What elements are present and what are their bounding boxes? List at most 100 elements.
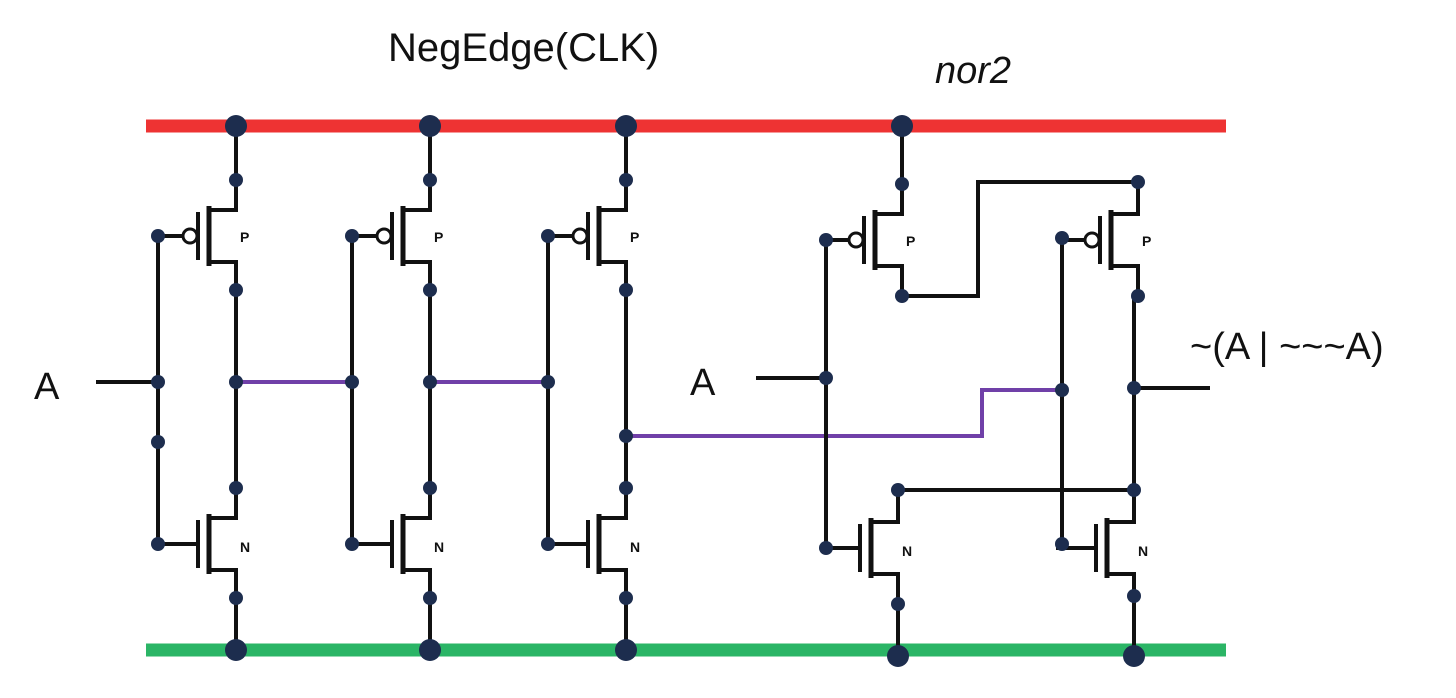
nor-node [819,541,833,555]
terminal-node [423,283,437,297]
nmos-mark: N [434,539,444,555]
terminal-node [229,283,243,297]
inverter-1-nmos [158,488,238,600]
pmos-bubble [181,227,199,245]
input-node [151,435,165,449]
pmos-bubble [847,231,865,249]
terminal-node [619,283,633,297]
inverter-3-nmos [548,488,628,600]
terminal-node [229,591,243,605]
terminal-node [423,481,437,495]
terminal-top [599,488,628,520]
terminal-top [599,180,628,212]
gnd-node [225,639,247,661]
terminal-bottom [403,568,432,600]
terminal-top [209,488,238,520]
nor-node [891,597,905,611]
nor-node [1127,483,1141,497]
chain-title: NegEdge(CLK) [388,26,660,70]
terminal-node [423,591,437,605]
nor-node [1055,537,1069,551]
nor-node [1055,383,1069,397]
terminal-bottom [599,568,628,600]
nor-pmos-series-wire [902,180,1140,298]
terminal-bottom [1111,264,1140,296]
nor-node [1055,231,1069,245]
power-rails [146,119,1226,657]
nmos-mark: N [902,543,912,559]
gnd-node [419,639,441,661]
gate-node [151,229,165,243]
terminal-top [871,492,900,524]
nor-node [1127,381,1141,395]
terminal-node [423,173,437,187]
pmos-bubble [571,227,589,245]
nmos-mark: N [240,539,250,555]
terminal-bottom [209,260,238,292]
terminal-top [1107,492,1136,524]
nor-node [819,233,833,247]
pmos-mark: P [906,233,915,249]
pmos-mark: P [1142,233,1151,249]
stage-3-output-node [619,429,633,443]
gate-node [541,537,555,551]
gnd-node [615,639,637,661]
nor2-label: nor2 [935,50,1012,92]
nor-node [1127,589,1141,603]
terminal-top [403,180,432,212]
nor-node [887,645,909,667]
terminal-bottom [599,260,628,292]
gate-node [345,537,359,551]
terminal-node [229,173,243,187]
pmos-mark: P [434,229,443,245]
nor-node [895,289,909,303]
gate-node [345,229,359,243]
terminal-bottom [403,260,432,292]
nodes [151,115,1145,667]
nor-node [819,371,833,385]
nmos-mark: N [630,539,640,555]
stage-2-output-node [423,375,437,389]
nor-nmos-b [1056,492,1136,604]
nor-nmos-drain-wire [896,488,1134,492]
nor-pmos-a [824,184,904,296]
nor-node [891,483,905,497]
inverter-3-pmos [548,180,628,292]
pmos-bubble [1083,231,1101,249]
input-label-a: A [34,366,60,408]
terminal-top [1111,184,1140,216]
terminal-node [619,173,633,187]
terminal-node [229,481,243,495]
nor-input-label-a: A [690,362,716,404]
output-label: ~(A | ~~~A) [1190,326,1384,368]
gate-node [151,537,165,551]
terminal-top [403,488,432,520]
nor-node [1123,645,1145,667]
input-node [151,375,165,389]
terminal-bottom [209,568,238,600]
terminal-node [619,481,633,495]
vdd-node [615,115,637,137]
vdd-node [225,115,247,137]
nor-node [1131,175,1145,189]
pmos-mark: P [240,229,249,245]
inverter-2-pmos [352,180,432,292]
stage-2-input-node [345,375,359,389]
stage-3-input-node [541,375,555,389]
nor-node [1131,289,1145,303]
inverted-a-wire [626,388,1062,438]
terminal-bottom [871,572,900,604]
wires [96,126,1210,656]
nor-node [891,115,913,137]
terminal-bottom [875,264,904,296]
terminal-node [619,591,633,605]
nor-node [895,177,909,191]
pmos-bubble [375,227,393,245]
inverter-1-pmos [158,180,238,292]
terminal-top [875,184,904,216]
pmos-mark: P [630,229,639,245]
gate-node [541,229,555,243]
nor-pmos-b [1060,184,1140,296]
